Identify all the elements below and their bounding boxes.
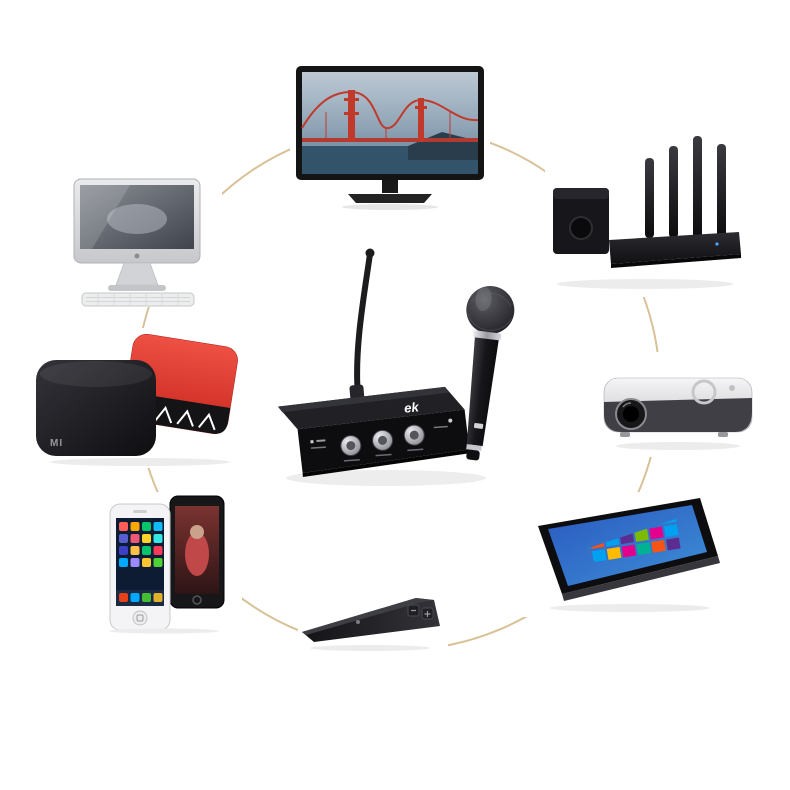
soundbar-buttons [407,604,434,620]
dock-bar [116,590,164,606]
projector-top-ring [691,379,735,405]
mic-butt [466,449,480,461]
mi-box: MI [36,360,156,456]
soundbar-top-edge [302,598,434,635]
tablet-screen [548,505,707,586]
volume-knobs [340,424,425,462]
projector-lens [615,398,647,430]
av-receiver [609,232,741,268]
black-phone [169,495,225,609]
shadow [109,628,219,634]
shadow [557,279,733,289]
soundbar-icon [302,598,440,651]
shadow [310,645,430,651]
projector-icon [603,377,753,450]
mic-label [473,423,484,429]
imac-icon [73,178,201,307]
device-tv-box: MI [30,328,250,468]
antenna [349,248,375,404]
receiver-box: ek [277,386,470,477]
tower-speakers [645,136,726,250]
device-soundbar [298,592,448,654]
tv-screen-image [301,90,479,174]
white-phone [109,503,171,631]
front-panel-markings [310,418,453,449]
shadow [550,604,710,612]
projector-feet [620,432,728,437]
mic-ring-bottom [466,444,482,451]
device-tv [290,64,490,214]
dock-icons [119,593,163,602]
imac-stand [108,262,166,291]
device-tablet [522,492,722,617]
imac-display [73,178,201,264]
tv-boxes-icon: MI [36,333,238,466]
tablet-icon [538,498,720,612]
microphone [466,286,515,461]
device-center-receiver: ek [258,238,558,510]
tv-stand [342,180,438,210]
shadow [616,442,740,450]
apple-logo-dot [134,253,140,259]
home-theater-icon [553,136,741,289]
keyboard [81,292,195,307]
shadow [286,470,486,486]
device-smartphones [92,492,242,634]
soundbar-body [302,598,440,642]
device-home-theater [545,132,745,297]
receiver-and-mic-icon: ek [277,248,515,486]
mic-body [466,337,499,447]
mi-logo: MI [50,438,63,449]
device-imac [52,175,222,307]
home-button [132,610,148,626]
shadow [50,458,230,466]
device-projector [598,352,758,457]
smartphones-icon [109,495,225,634]
mic-ring-top [473,330,502,341]
app-icons [119,522,163,567]
mic-head [466,286,515,335]
brand-logo: ek [403,399,420,416]
subwoofer [553,188,609,254]
soundbar-logo-dot [356,620,360,624]
tv-icon [296,66,484,210]
